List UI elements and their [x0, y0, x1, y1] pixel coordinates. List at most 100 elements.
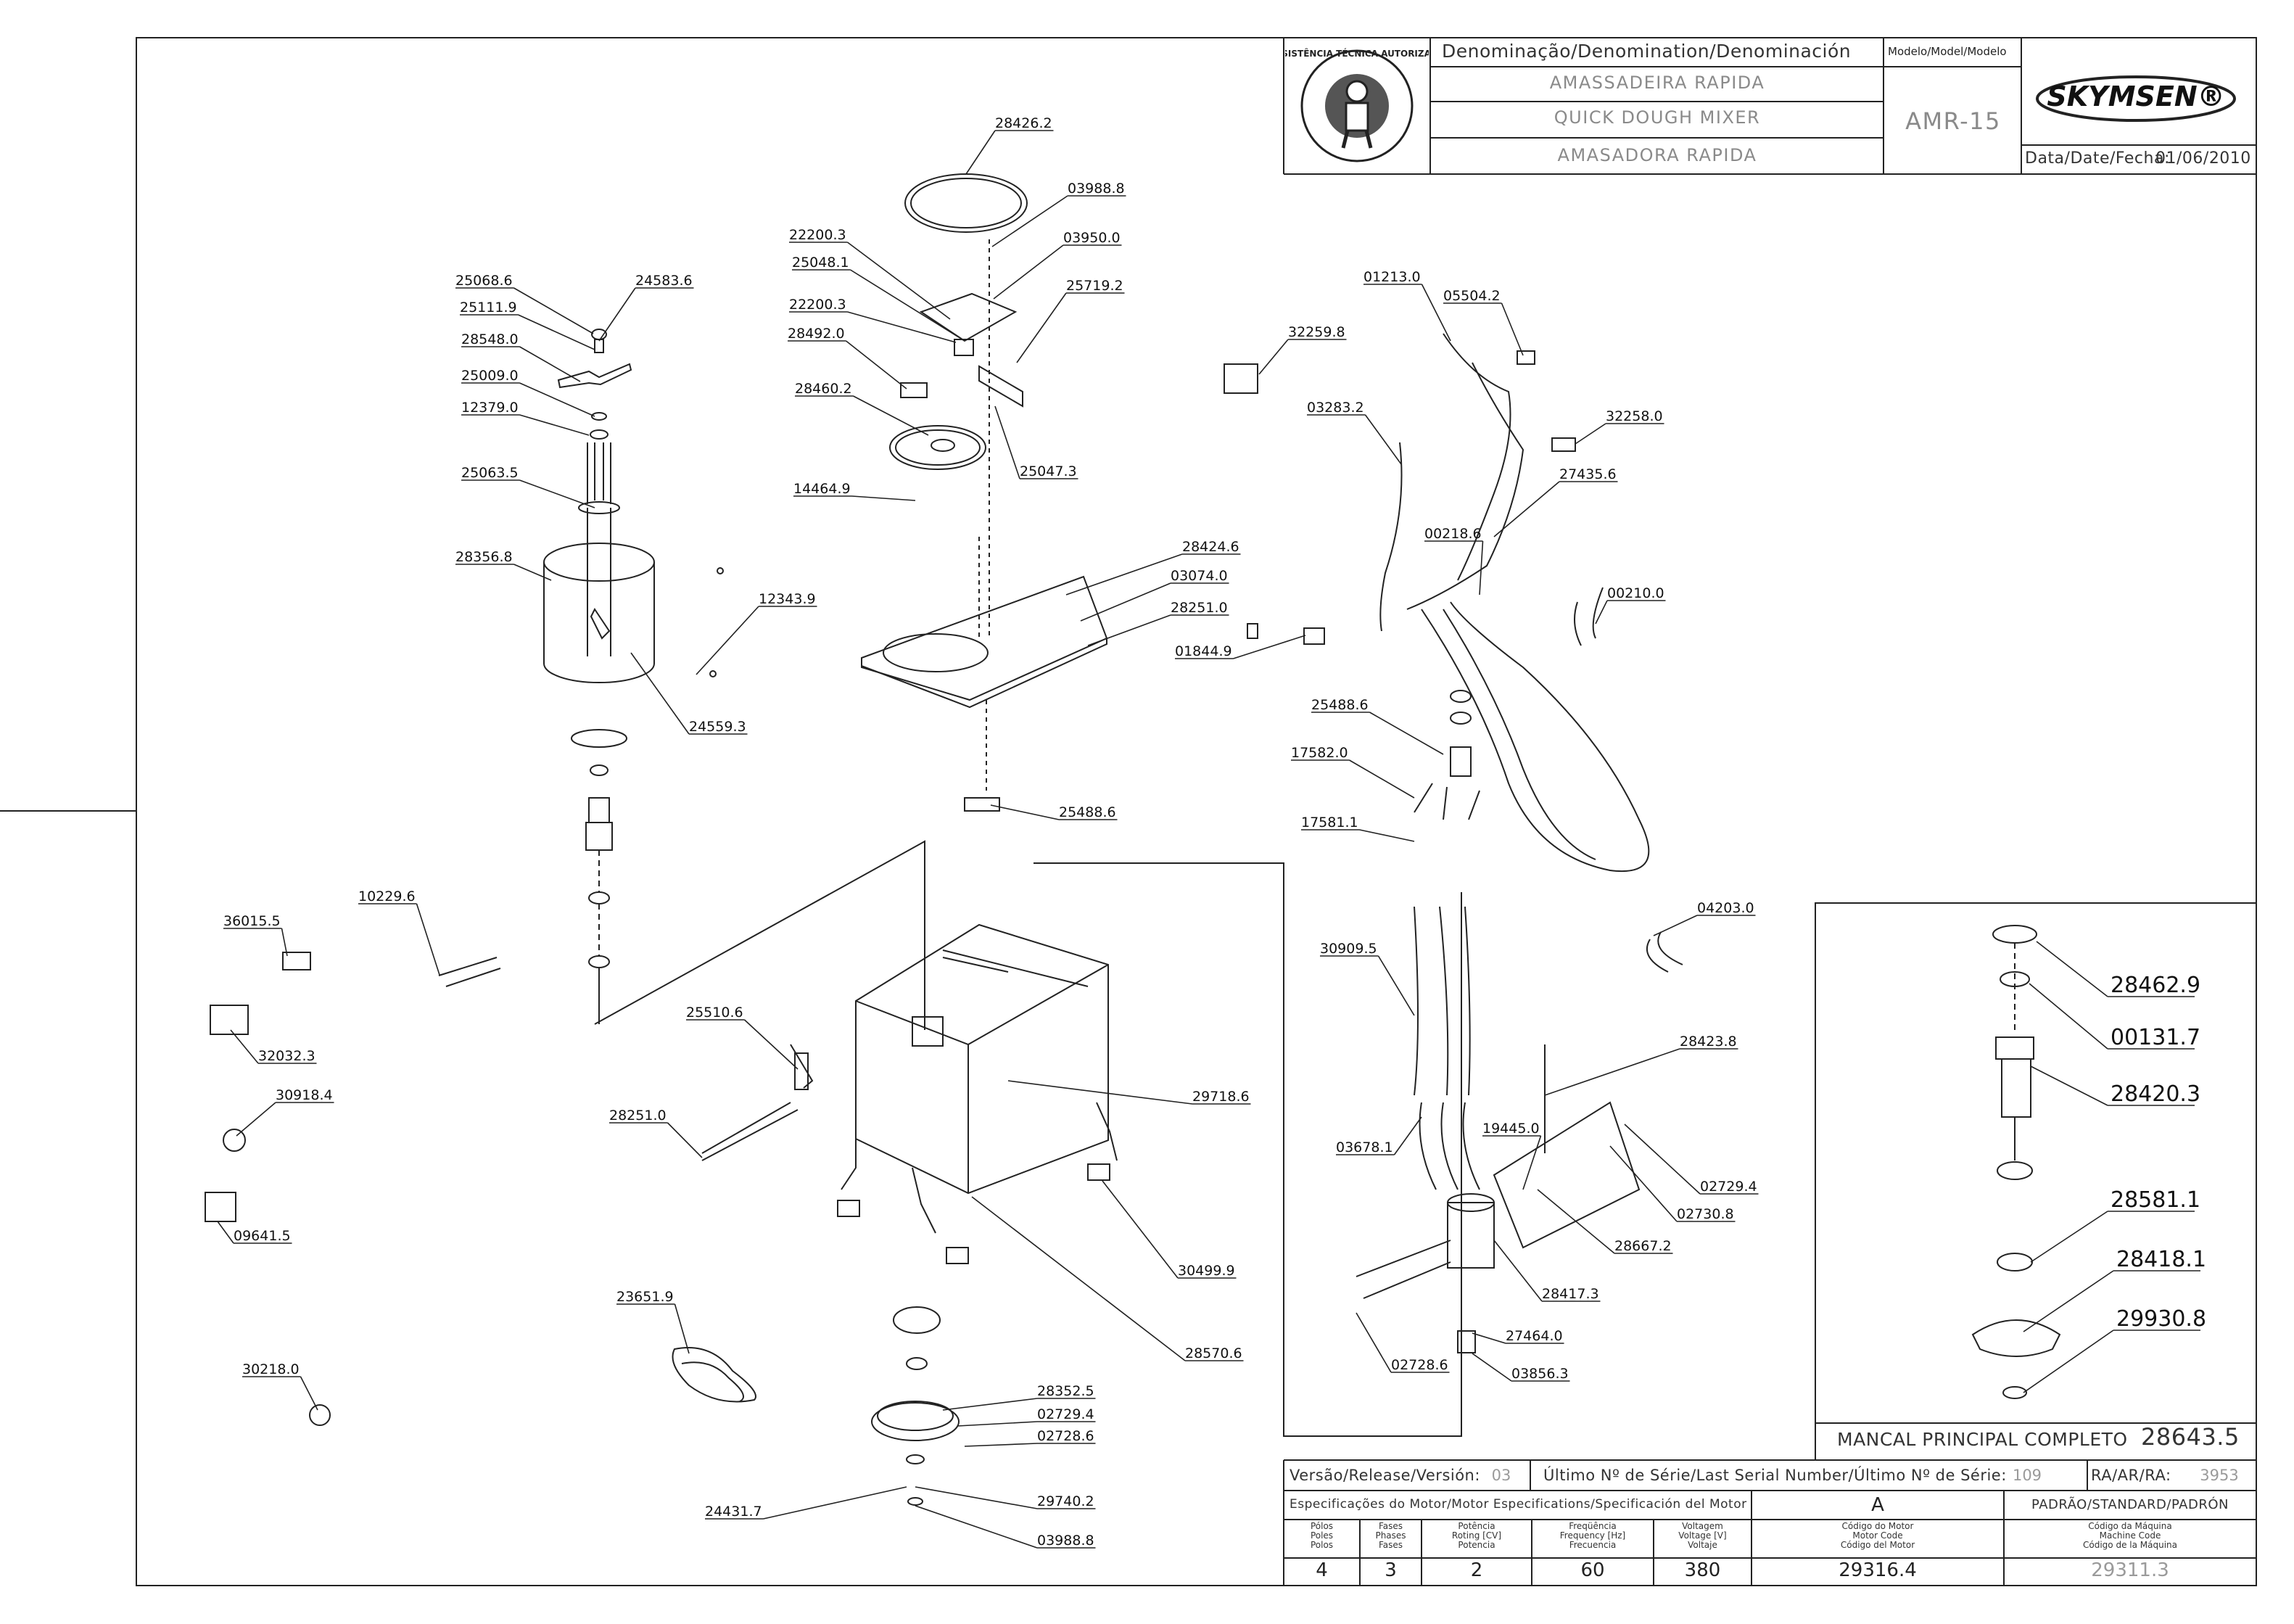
release-label: Versão/Release/Versión: — [1290, 1467, 1480, 1484]
part-callout: 25719.2 — [1066, 278, 1123, 294]
part-callout: 28352.5 — [1037, 1383, 1094, 1399]
bearing-part-callout: 29930.8 — [2116, 1306, 2206, 1332]
serial-value: 109 — [2012, 1467, 2042, 1484]
part-callout: 12343.9 — [759, 591, 816, 607]
value-poles: 4 — [1316, 1559, 1328, 1581]
callout-leader — [1301, 829, 1415, 842]
callout-leader — [1291, 759, 1415, 799]
callout-leader — [1624, 1124, 1759, 1195]
part-callout: 02729.4 — [1037, 1406, 1094, 1422]
part-callout: 32032.3 — [258, 1048, 315, 1064]
callout-leader — [1007, 1080, 1251, 1105]
callout-leader — [1472, 1332, 1564, 1344]
release-value: 03 — [1491, 1467, 1511, 1484]
part-callout: 02728.6 — [1037, 1428, 1094, 1444]
callout-leader — [1065, 553, 1241, 595]
part-callout: 25111.9 — [460, 300, 517, 316]
part-callout: 03988.8 — [1068, 181, 1125, 197]
part-callout: 25048.1 — [792, 255, 849, 271]
part-callout: 24583.6 — [635, 273, 693, 289]
part-callout: 19445.0 — [1482, 1121, 1540, 1137]
part-callout: 03283.2 — [1307, 400, 1364, 416]
callout-leader — [1087, 614, 1229, 646]
callout-leader — [1356, 1312, 1450, 1373]
callout-leader — [1102, 1180, 1237, 1279]
callout-leader — [217, 1221, 292, 1244]
bearing-part-callout: 28462.9 — [2111, 973, 2200, 998]
bearing-callout-leader — [2036, 941, 2195, 997]
part-callout: 23651.9 — [616, 1289, 674, 1305]
bearing-callout-leader — [2023, 1330, 2200, 1393]
part-callout: 22200.3 — [789, 297, 846, 313]
callout-leader — [965, 130, 1054, 175]
date-value: 01/06/2010 — [2155, 149, 2251, 168]
callout-leader — [793, 495, 916, 501]
badge-text: ASSISTÊNCIA TÉCNICA AUTORIZADA — [1285, 48, 1429, 59]
part-callout: 27435.6 — [1559, 466, 1617, 482]
callouts: 28426.203988.803950.022200.325048.125719… — [217, 115, 2206, 1549]
callout-leader — [461, 382, 595, 417]
ra-label: RA/AR/RA: — [2091, 1467, 2171, 1484]
callout-leader — [616, 1303, 690, 1354]
callout-leader — [223, 928, 288, 957]
part-callout: 28423.8 — [1680, 1034, 1737, 1050]
callout-leader — [1653, 915, 1756, 936]
callout-leader — [609, 1122, 703, 1158]
callout-leader — [1175, 635, 1306, 659]
bearing-assembly-title: MANCAL PRINCIPAL COMPLETO — [1837, 1429, 2128, 1450]
bearing-callout-leader — [2030, 1066, 2195, 1106]
model-header: Modelo/Model/Modelo — [1888, 45, 2007, 58]
value-frequency: 60 — [1580, 1559, 1605, 1581]
callout-leader — [1307, 414, 1402, 465]
date-label: Data/Date/Fecha: — [2025, 149, 2170, 168]
callout-leader — [1537, 1189, 1673, 1254]
callout-leader — [686, 1019, 799, 1070]
part-callout: 02728.6 — [1391, 1357, 1448, 1373]
part-callout: 28426.2 — [995, 115, 1052, 131]
denomination-en: QUICK DOUGH MIXER — [1554, 107, 1761, 128]
part-callout: 28417.3 — [1542, 1286, 1599, 1302]
callout-leader — [461, 346, 581, 382]
part-callout: 25068.6 — [455, 273, 513, 289]
mechanic-mascot-icon: ASSISTÊNCIA TÉCNICA AUTORIZADA — [1269, 48, 1445, 162]
part-callout: 17582.0 — [1291, 745, 1348, 761]
part-callout: 00210.0 — [1607, 585, 1664, 601]
callout-leader — [788, 340, 907, 389]
callout-leader — [696, 606, 817, 675]
callout-leader — [993, 244, 1122, 300]
callout-leader — [1258, 339, 1347, 375]
callout-leader — [1493, 1240, 1601, 1302]
part-callout: 05504.2 — [1443, 288, 1501, 304]
part-callout: 24431.7 — [705, 1504, 762, 1520]
callout-leader — [991, 195, 1126, 247]
part-callout: 03074.0 — [1171, 568, 1228, 584]
callout-leader — [1595, 600, 1666, 625]
callout-leader — [1320, 955, 1415, 1016]
denomination-pt: AMASSADEIRA RAPIDA — [1549, 73, 1765, 93]
part-callout: 28548.0 — [461, 331, 519, 347]
bearing-callout-leader — [2030, 1211, 2195, 1263]
callout-leader — [942, 1398, 1096, 1411]
callout-leader — [236, 1102, 334, 1137]
part-callout: 12379.0 — [461, 400, 519, 416]
callout-leader — [957, 1421, 1096, 1427]
part-callout: 28251.0 — [1171, 600, 1228, 616]
callout-leader — [1493, 481, 1618, 537]
bearing-part-callout: 00131.7 — [2111, 1025, 2200, 1050]
callout-leader — [795, 395, 929, 436]
authorized-service-badge: ASSISTÊNCIA TÉCNICA AUTORIZADA — [1269, 39, 1445, 173]
bearing-part-callout: 28581.1 — [2111, 1187, 2200, 1213]
denomination-header: Denominação/Denomination/Denominación — [1442, 41, 1852, 62]
part-callout: 27464.0 — [1506, 1328, 1563, 1344]
part-callout: 29740.2 — [1037, 1493, 1094, 1509]
part-callout: 28356.8 — [455, 549, 513, 565]
part-callout: 01844.9 — [1175, 643, 1232, 659]
part-callout: 03856.3 — [1511, 1366, 1569, 1382]
callout-leader — [1443, 302, 1524, 356]
callout-leader — [971, 1196, 1244, 1361]
